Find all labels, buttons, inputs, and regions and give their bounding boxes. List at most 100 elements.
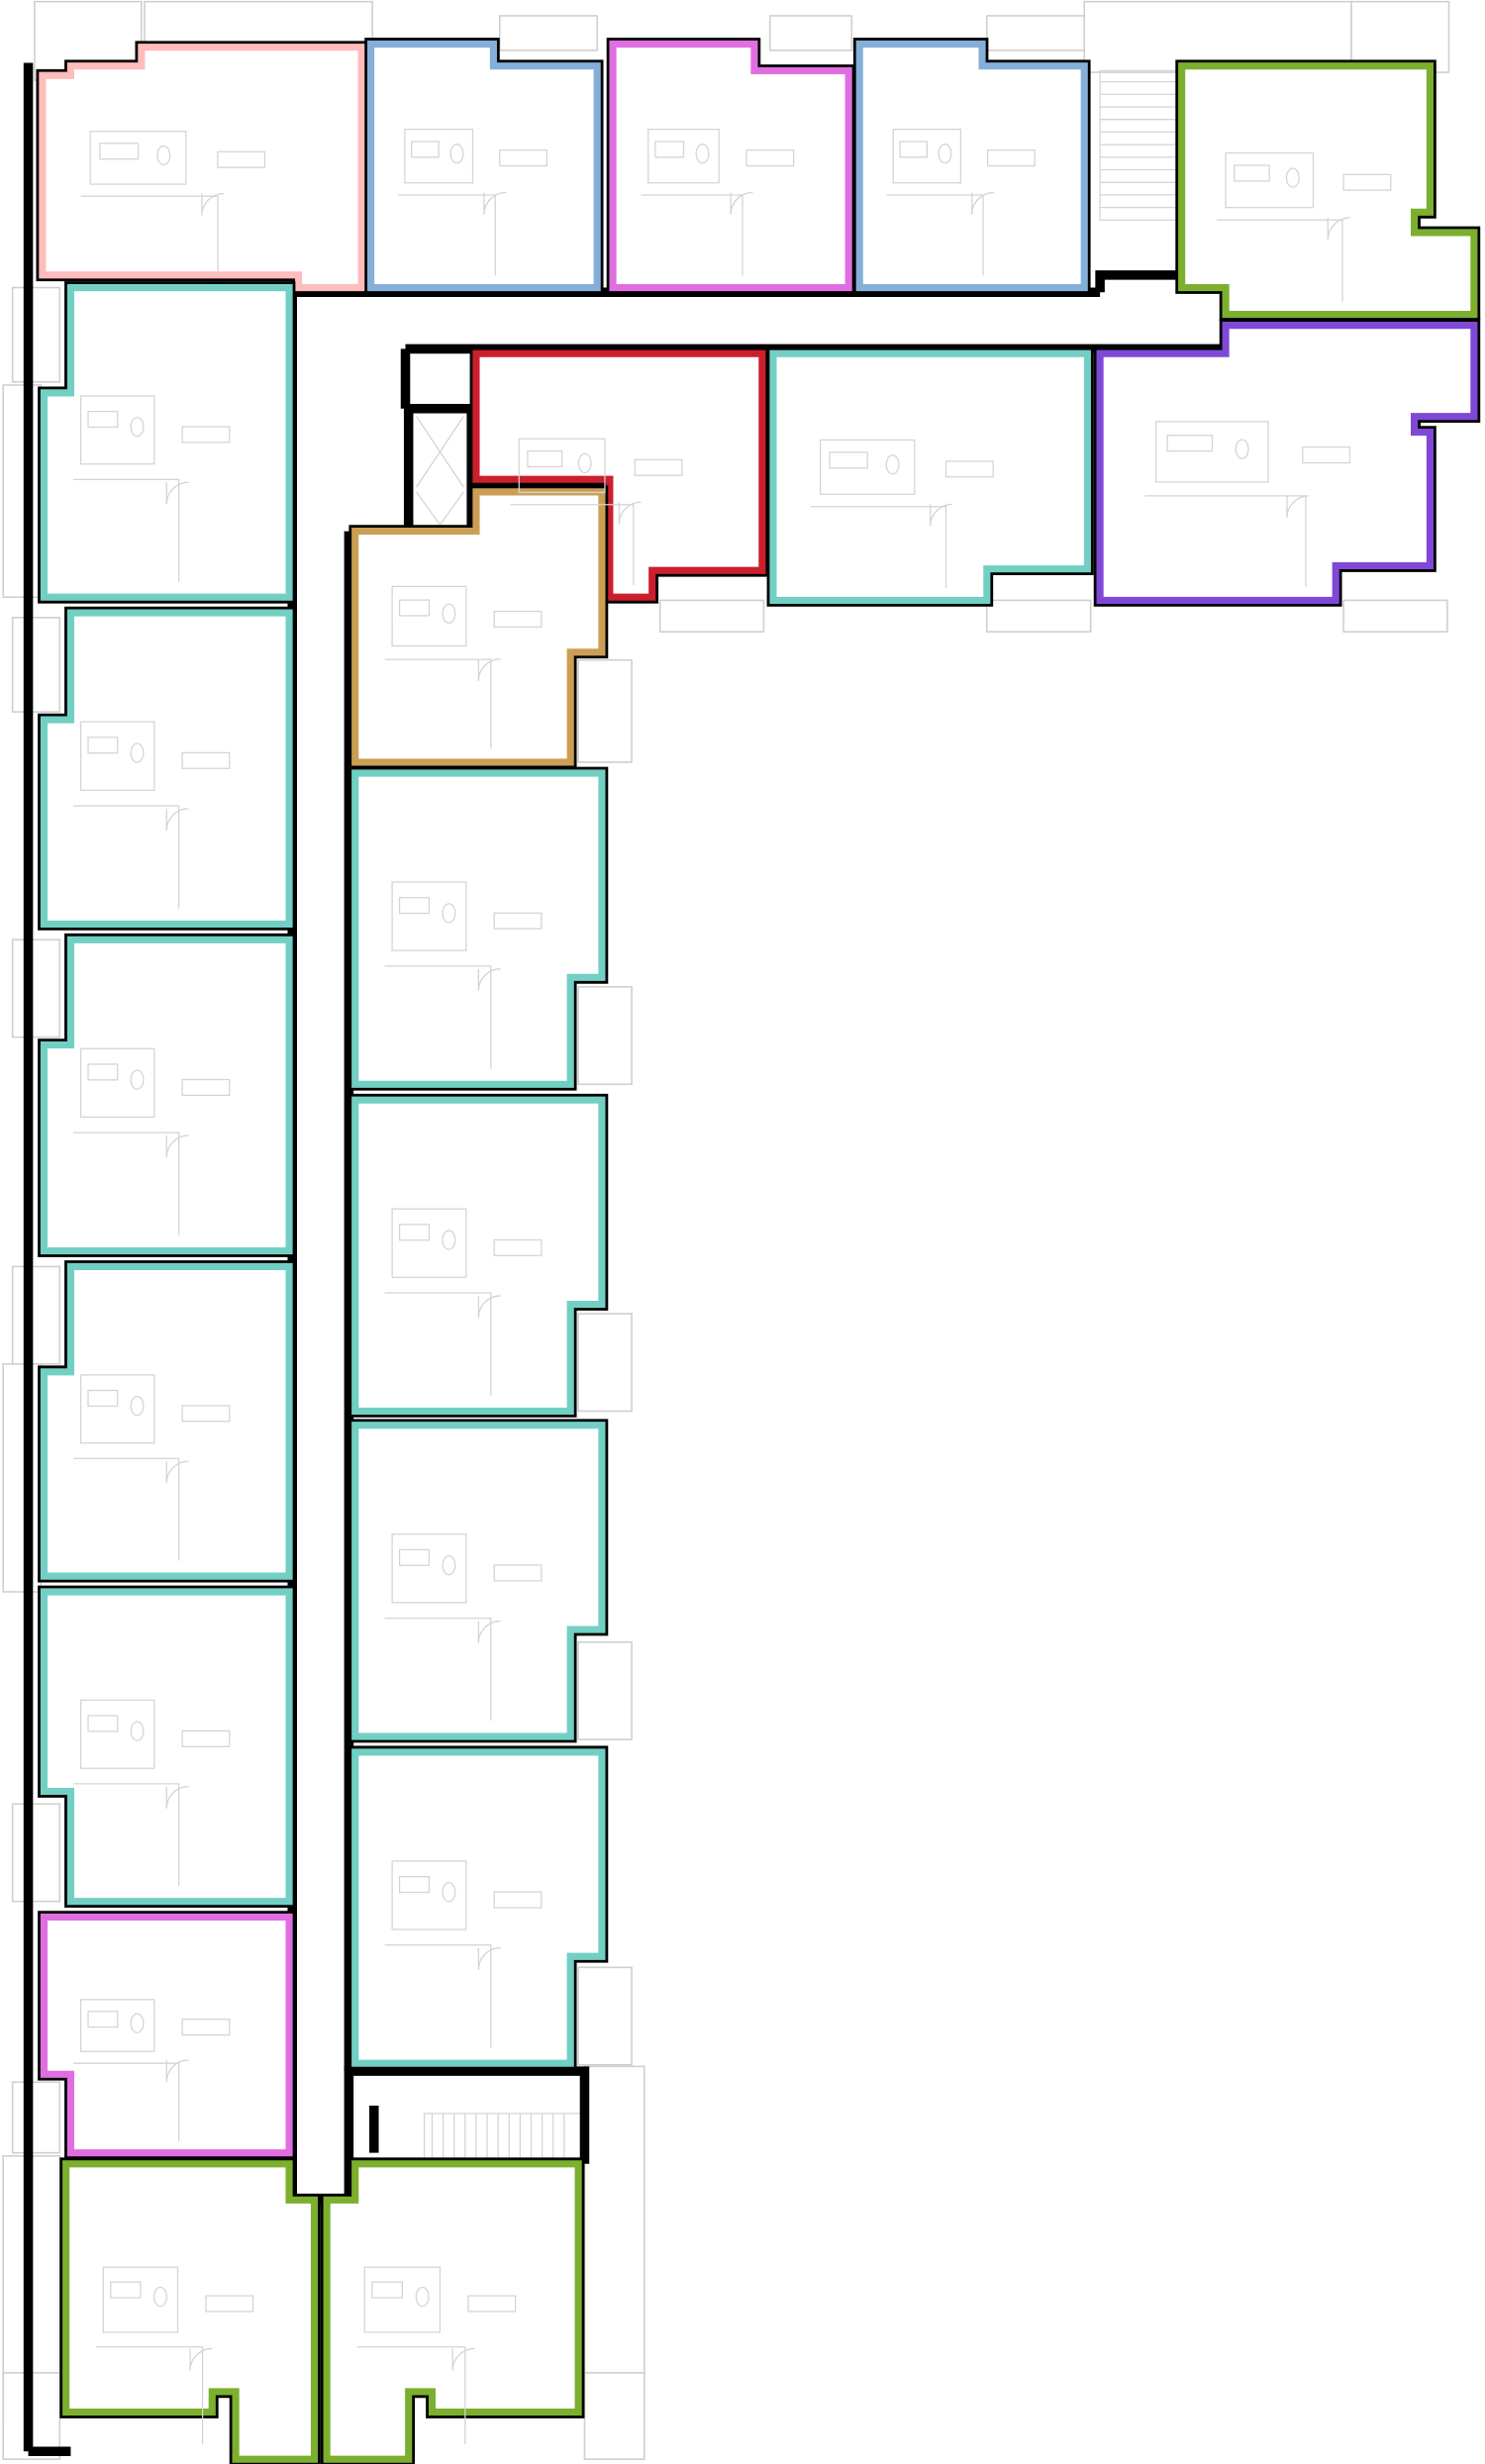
interior-wall [510, 504, 635, 585]
bathroom-outline [79, 1999, 155, 2052]
bathroom-outline [404, 128, 474, 184]
interior-wall [811, 506, 947, 588]
kitchen-island-icon [493, 1891, 543, 1909]
interior-wall [73, 1132, 180, 1235]
unit-teal-center-3[interactable] [351, 1422, 606, 1740]
bathtub-icon [87, 1063, 119, 1081]
unit-green-southwest[interactable] [62, 2160, 319, 2463]
unit-teal-west-3[interactable] [40, 936, 293, 1255]
interior-wall [73, 2062, 180, 2141]
toilet-icon [442, 903, 456, 924]
interior-wall [73, 805, 180, 909]
units [36, 38, 1481, 2464]
unit-green-southeast[interactable] [323, 2160, 582, 2463]
door-swing-icon [165, 1786, 189, 1809]
toilet-icon [442, 603, 456, 624]
door-swing-icon [1327, 217, 1350, 241]
kitchen-island-icon [181, 2019, 231, 2036]
door-swing-icon [477, 1947, 501, 1970]
door-swing-icon [477, 1295, 501, 1319]
door-swing-icon [730, 191, 753, 215]
bathtub-icon [87, 1389, 119, 1408]
unit-teal-center-4[interactable] [351, 1748, 606, 2067]
toilet-icon [449, 144, 464, 164]
unit-blue-1[interactable] [367, 40, 601, 292]
door-swing-icon [165, 1460, 189, 1484]
unit-teal-center-2[interactable] [351, 1096, 606, 1416]
unit-red[interactable] [472, 349, 766, 601]
kitchen-island-icon [634, 458, 683, 476]
kitchen-island-icon [217, 150, 266, 168]
kitchen-island-icon [181, 1078, 231, 1097]
unit-teal-center-1[interactable] [351, 769, 606, 1088]
unit-blue-2[interactable] [855, 40, 1088, 292]
bathroom-outline [1225, 151, 1315, 209]
bathtub-icon [398, 1548, 431, 1566]
door-swing-icon [165, 808, 189, 832]
unit-magenta-1[interactable] [609, 40, 852, 292]
interior-wall [95, 2346, 204, 2445]
unit-tan[interactable] [351, 488, 606, 766]
bathtub-icon [99, 143, 140, 160]
unit-teal-west-5[interactable] [40, 1588, 293, 1906]
toilet-icon [130, 1721, 145, 1741]
bathroom-outline [363, 2266, 442, 2333]
unit-green-northeast[interactable] [1178, 62, 1478, 319]
toilet-icon [1235, 439, 1249, 459]
bathroom-outline [391, 1860, 467, 1930]
bathroom-outline [79, 395, 155, 465]
unit-purple[interactable] [1096, 322, 1478, 604]
kitchen-island-icon [181, 751, 231, 769]
bathtub-icon [87, 737, 119, 754]
interior-wall [384, 1617, 492, 1722]
unit-teal-north[interactable] [769, 349, 1091, 604]
kitchen-island-icon [181, 426, 231, 444]
bathroom-outline [819, 439, 916, 495]
kitchen-island-icon [499, 149, 548, 167]
bathroom-outline [391, 1533, 467, 1604]
interior-wall [73, 478, 180, 582]
bathtub-icon [110, 2281, 142, 2299]
kitchen-island-icon [745, 149, 795, 167]
bathroom-outline [79, 1699, 155, 1769]
kitchen-island-icon [467, 2295, 517, 2313]
bathroom-outline [79, 1374, 155, 1444]
bathroom-outline [391, 1208, 467, 1278]
kitchen-island-icon [181, 1729, 231, 1747]
bathroom-outline [79, 721, 155, 791]
bathroom-outline [892, 128, 962, 184]
kitchen-island-icon [1302, 446, 1351, 464]
interior-wall [886, 194, 984, 276]
kitchen-island-icon [493, 912, 543, 930]
unit-teal-west-2[interactable] [40, 609, 293, 928]
unit-magenta-west[interactable] [40, 1913, 293, 2157]
bathtub-icon [899, 141, 928, 158]
door-swing-icon [477, 1620, 501, 1643]
kitchen-island-icon [986, 149, 1036, 167]
kitchen-island-icon [493, 1564, 543, 1582]
door-swing-icon [165, 1134, 189, 1158]
bathroom-outline [647, 128, 720, 184]
toilet-icon [885, 454, 900, 475]
door-swing-icon [201, 192, 225, 216]
door-swing-icon [930, 503, 952, 527]
stair-north [1099, 69, 1180, 221]
unit-pink-corner[interactable] [39, 44, 365, 292]
bathtub-icon [654, 141, 685, 158]
bathtub-icon [1166, 435, 1214, 452]
door-swing-icon [477, 968, 501, 992]
interior-wall [80, 195, 219, 276]
bathtub-icon [87, 1715, 119, 1732]
toilet-icon [130, 1069, 145, 1090]
interior-wall [384, 1944, 492, 2048]
toilet-icon [130, 1395, 145, 1417]
toilet-icon [695, 144, 710, 164]
kitchen-island-icon [1342, 173, 1392, 191]
unit-teal-west-4[interactable] [40, 1262, 293, 1580]
toilet-icon [130, 417, 145, 438]
kitchen-island-icon [944, 460, 994, 478]
door-swing-icon [451, 2347, 475, 2371]
kitchen-island-icon [493, 1238, 543, 1256]
unit-teal-west-1[interactable] [40, 283, 293, 601]
toilet-icon [442, 1230, 456, 1250]
